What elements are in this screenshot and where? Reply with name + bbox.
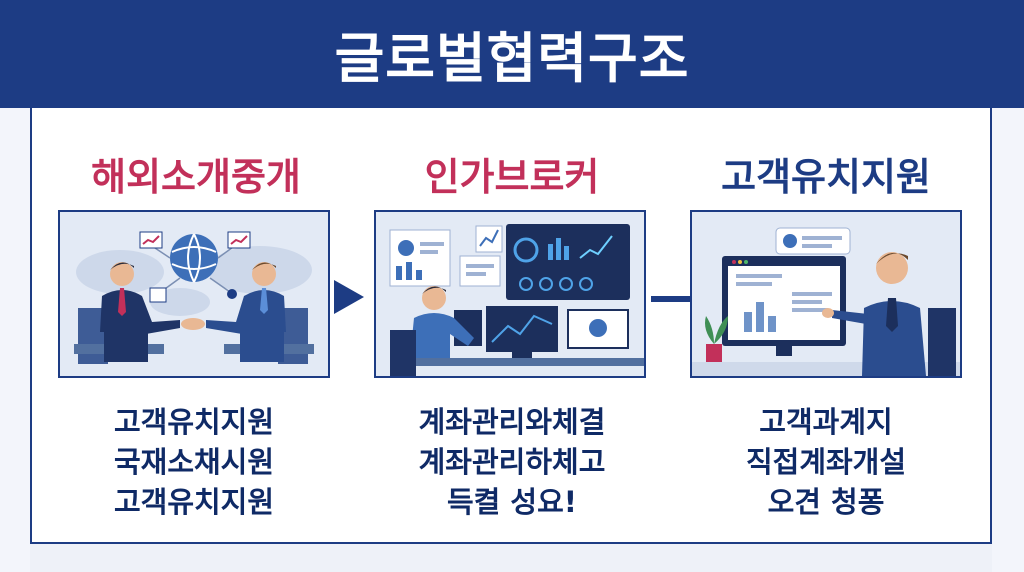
description-line: 계좌관리하체고: [418, 445, 606, 479]
page-title: 글로벌협력구조: [334, 27, 690, 90]
lock-icon: [149, 287, 167, 303]
left-margin: [0, 108, 30, 572]
description-line: 고객과계지: [759, 405, 893, 439]
globe-icon: [170, 234, 218, 282]
monitor: [486, 306, 558, 352]
plant-pot: [706, 344, 722, 362]
illustration-trading-desk: [374, 210, 646, 378]
description-line: 직접계좌개설: [745, 445, 907, 479]
description-line: 고객유치지원: [113, 485, 275, 519]
column-title-customer-acquisition: 고객유치지원: [721, 155, 931, 199]
description-line: 계좌관리와체결: [418, 405, 606, 439]
flow-arrow-icon: [334, 280, 364, 314]
right-margin: [992, 108, 1024, 572]
description-line: 오견 청퐁: [767, 485, 885, 519]
description-line: 득켤 성요!: [446, 485, 578, 519]
column-title-overseas-referral: 해외소개중개: [91, 155, 301, 199]
header-bar: 글로벌협력구조: [0, 0, 1024, 108]
dashboard-screen: [506, 224, 630, 300]
flow-connector: [651, 296, 691, 302]
chart-badge-icon: [227, 231, 251, 249]
column-description-3: 고객과계지 직접계좌개설 오견 청퐁: [676, 402, 976, 522]
column-title-licensed-broker: 인가브로커: [424, 155, 600, 199]
column-description-1: 고객유치지원 국재소채시원 고객유치지원: [44, 402, 344, 522]
illustration-handshake: [58, 210, 330, 378]
description-line: 고객유치지원: [113, 405, 275, 439]
description-line: 국재소채시원: [113, 445, 275, 479]
illustration-presentation: [690, 210, 962, 378]
user-icon: [783, 234, 797, 248]
column-description-2: 계좌관리와체결 계좌관리하체고 득켤 성요!: [362, 402, 662, 522]
chart-badge-icon: [139, 231, 163, 249]
